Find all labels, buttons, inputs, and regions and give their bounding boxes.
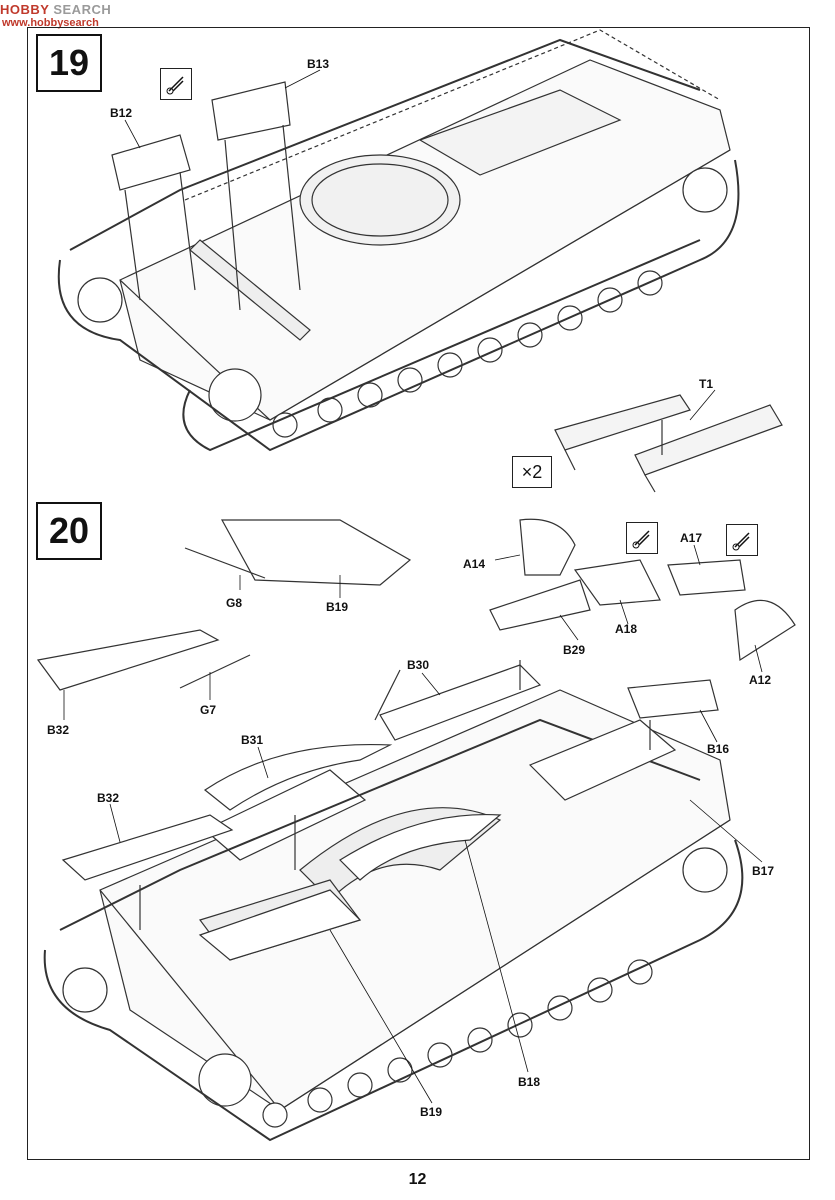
part-a18-shape xyxy=(573,559,661,606)
step-number-19: 19 xyxy=(36,34,102,92)
part-label-b19: B19 xyxy=(326,600,349,614)
part-label-b32: B32 xyxy=(47,723,70,737)
part-label-b30: B30 xyxy=(407,658,430,672)
part-b17-shape xyxy=(528,719,677,801)
part-label-b12: B12 xyxy=(110,106,133,120)
cutter-icon xyxy=(626,522,658,554)
part-label-a17: A17 xyxy=(680,531,703,545)
part-a12-shape xyxy=(734,599,796,662)
part-b18-shape xyxy=(339,813,502,881)
part-a17-shape xyxy=(667,559,746,596)
page-frame xyxy=(27,27,810,1160)
part-b16-shape xyxy=(627,679,719,719)
page-number: 12 xyxy=(408,1171,427,1188)
part-label-g7: G7 xyxy=(200,703,217,717)
part-b31-shape xyxy=(203,743,393,811)
cutter-icon xyxy=(160,68,192,100)
quantity-badge: ×2 xyxy=(512,456,552,488)
part-label-t1: T1 xyxy=(699,377,714,391)
part-a14-shape xyxy=(519,518,576,576)
part-b13-shape xyxy=(211,81,291,141)
part-label-g8: G8 xyxy=(226,596,243,610)
part-g7-shape xyxy=(179,654,251,689)
part-b19-lower-shape xyxy=(198,889,362,961)
part-label-b18: B18 xyxy=(518,1075,541,1089)
part-b19-top-shape xyxy=(220,519,412,586)
cutter-icon xyxy=(726,524,758,556)
part-b30-shape xyxy=(379,664,542,741)
hull-step19 xyxy=(57,29,740,452)
part-label-a18: A18 xyxy=(615,622,638,636)
part-b32-lower-shape xyxy=(61,814,234,881)
part-label-b17: B17 xyxy=(752,864,775,878)
part-label-b16: B16 xyxy=(707,742,730,756)
watermark-logo: HOBBY SEARCH xyxy=(0,2,112,17)
part-g8-shape xyxy=(184,547,266,579)
track-links-t1 xyxy=(554,394,783,493)
part-label-a12: A12 xyxy=(749,673,772,687)
part-label-b19-lower: B19 xyxy=(420,1105,443,1119)
part-b32-top-shape xyxy=(36,629,220,691)
part-label-b32-lower: B32 xyxy=(97,791,120,805)
part-label-b13: B13 xyxy=(307,57,330,71)
part-label-a14: A14 xyxy=(463,557,486,571)
part-b29-shape xyxy=(489,579,591,631)
part-b12-shape xyxy=(111,134,191,191)
part-label-b29: B29 xyxy=(563,643,586,657)
step-number-20: 20 xyxy=(36,502,102,560)
part-label-b31: B31 xyxy=(241,733,264,747)
watermark-subdomain: www.hobbysearch xyxy=(2,17,99,29)
